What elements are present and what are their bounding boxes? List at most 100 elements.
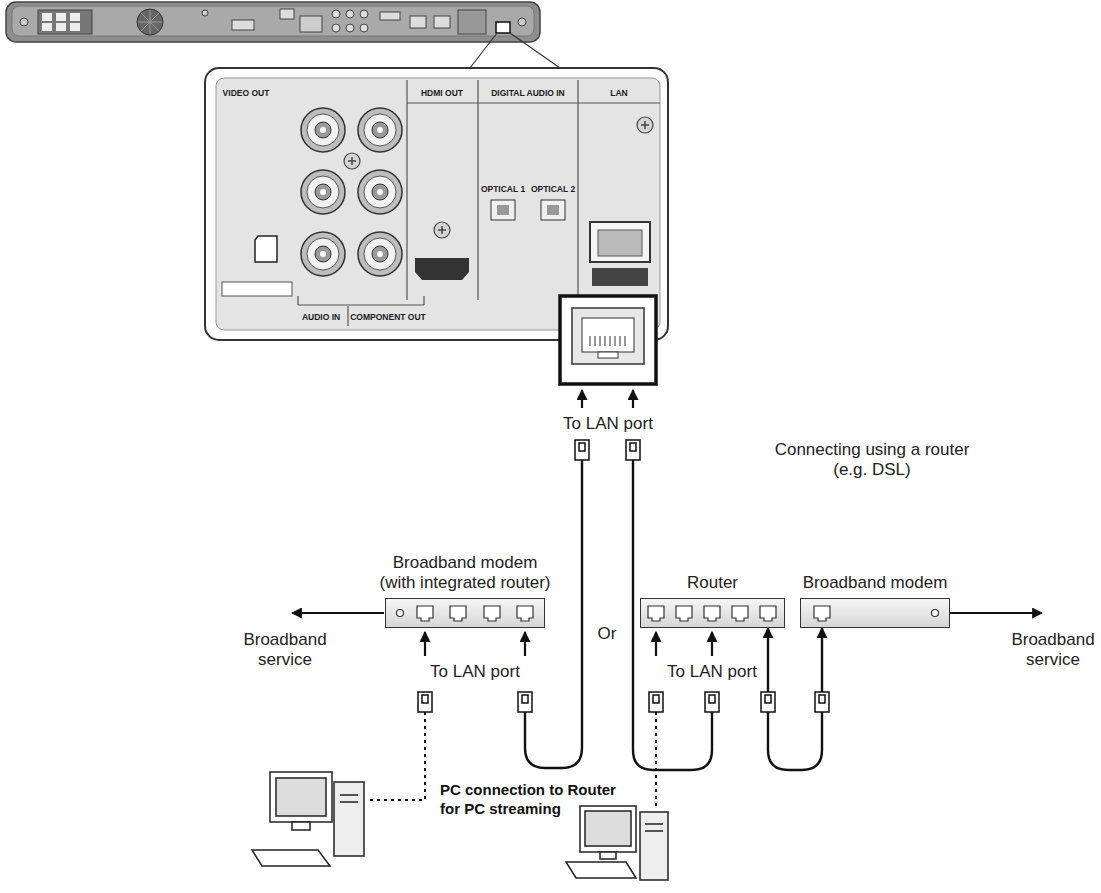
pc-icon: [645, 824, 663, 831]
callout-line: [470, 33, 497, 68]
home-theater-unit: [138, 10, 162, 34]
pc-icon: [580, 806, 636, 852]
rj45-plug: [765, 695, 771, 703]
home-theater-unit: [458, 10, 486, 34]
panel-label: VIDEO OUT: [223, 88, 270, 98]
home-theater-unit: [434, 16, 450, 28]
pc-icon: [276, 778, 326, 816]
pc-icon: [640, 812, 668, 880]
device-heading: Broadband modem: [803, 573, 948, 593]
home-theater-unit: [496, 22, 510, 33]
rj45-plug: [630, 443, 636, 451]
panel-label: DIGITAL AUDIO IN: [491, 88, 565, 98]
rj45-plug: [705, 692, 719, 712]
rj45-plug: [709, 695, 715, 703]
lan-port-inset: [590, 336, 625, 346]
rj45-plug: [418, 692, 432, 712]
home-theater-unit: [280, 9, 294, 19]
home-theater-unit: [70, 23, 80, 31]
network-device-box: Router: [640, 598, 785, 628]
rj45-plug: [522, 695, 528, 703]
lan-port-inset: [572, 308, 644, 364]
device-heading: Router: [687, 573, 738, 593]
rear-panel-zoom: [301, 232, 345, 276]
wan-socket: [931, 609, 938, 616]
rear-panel-zoom: [298, 80, 660, 326]
rear-panel-zoom: [547, 205, 559, 215]
home-theater-unit: [360, 24, 368, 32]
rj45-plug: [761, 692, 775, 712]
rj45-plug: [422, 695, 428, 703]
rear-panel-zoom: [222, 282, 292, 296]
rear-panel-zoom: [301, 170, 345, 214]
pc-icon: [270, 772, 332, 822]
lan-socket: [417, 606, 433, 621]
lan-socket: [676, 606, 692, 621]
pc-icon: [334, 782, 364, 856]
pc-icon: [600, 852, 616, 859]
pc-icon: [252, 772, 364, 866]
lan-socket: [732, 606, 748, 621]
home-theater-unit: [332, 24, 340, 32]
lan-port-inset: [582, 318, 634, 352]
rj45-plug: [649, 692, 663, 712]
service-arrow: [950, 612, 1042, 614]
rj45-plug: [626, 440, 640, 460]
rear-panel-zoom: [358, 232, 402, 276]
pc-link: [366, 712, 425, 800]
port-label: To LAN port: [563, 414, 653, 434]
home-theater-unit: [346, 24, 354, 32]
rear-panel-zoom: [344, 153, 360, 169]
panel-label: LAN: [610, 88, 627, 98]
home-theater-unit: [42, 13, 52, 21]
service-label: Broadband service: [1010, 630, 1096, 670]
rear-panel-zoom: [255, 236, 277, 262]
home-theater-unit: [137, 9, 163, 35]
pc-icon: [566, 806, 668, 880]
rear-panel-zoom: [541, 200, 565, 220]
rj45-plug: [819, 695, 825, 703]
home-theater-unit: [12, 6, 534, 36]
rj45-plug: [761, 692, 775, 712]
panel-label: HDMI OUT: [421, 88, 463, 98]
pc-icon: [340, 795, 358, 802]
pc-note: PC connection to Router for PC streaming: [440, 780, 628, 818]
port-label: To LAN port: [667, 662, 757, 682]
port-arrow: [581, 390, 583, 408]
rear-panel-zoom: [491, 200, 515, 220]
port-row: [385, 598, 545, 628]
rear-panel-zoom: [637, 117, 653, 133]
service-label: Broadband service: [239, 630, 331, 670]
rj45-plug: [418, 692, 432, 712]
or-label: Or: [598, 624, 617, 644]
rear-panel-zoom: [590, 222, 650, 262]
rj45-plug: [705, 692, 719, 712]
port-arrow: [524, 632, 526, 656]
home-theater-unit: [70, 13, 80, 21]
home-theater-unit: [56, 23, 66, 31]
panel-label: OPTICAL 1: [481, 184, 525, 194]
rj45-plug: [575, 440, 589, 460]
device-heading: Broadband modem (with integrated router): [374, 553, 556, 593]
rear-panel-zoom: [358, 108, 402, 152]
port-row: [800, 598, 950, 628]
rj45-plug: [518, 692, 532, 712]
callout-line: [470, 33, 560, 68]
lan-socket: [450, 606, 466, 621]
rear-panel-zoom: [358, 170, 402, 214]
home-theater-unit: [332, 10, 340, 18]
home-theater-unit: [42, 23, 52, 31]
rear-panel-zoom: [434, 222, 450, 238]
pc-icon: [252, 850, 330, 866]
service-arrow: [292, 612, 384, 614]
pc-icon: [292, 822, 310, 830]
lan-port-inset: [560, 296, 656, 384]
home-theater-unit: [410, 16, 426, 28]
lan-socket: [814, 606, 830, 621]
rear-panel-zoom: [415, 258, 469, 280]
rj45-plug: [653, 695, 659, 703]
port-arrow: [711, 632, 713, 656]
panel-label: AUDIO IN: [302, 312, 340, 322]
home-theater-unit: [20, 18, 28, 26]
pc-icon: [585, 811, 631, 846]
